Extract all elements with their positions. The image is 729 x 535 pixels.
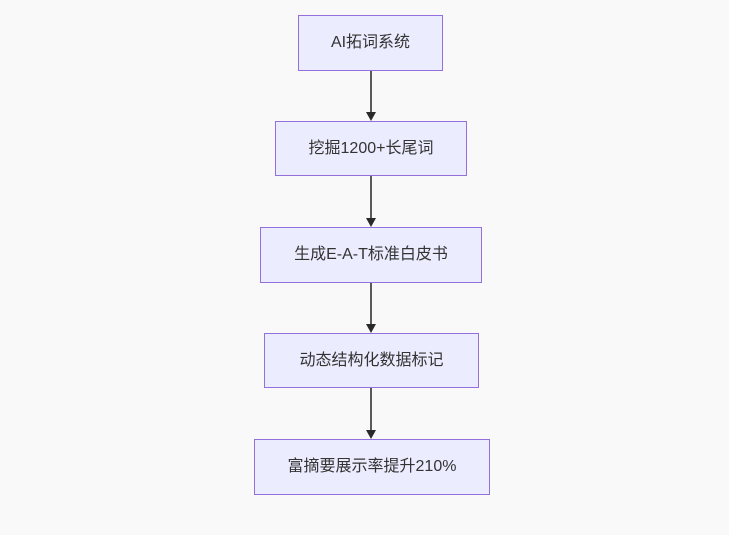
flow-arrow (366, 388, 376, 439)
flow-node-structured-data-markup: 动态结构化数据标记 (264, 333, 479, 388)
flow-node-label: 动态结构化数据标记 (299, 351, 444, 369)
flow-node-eat-whitepaper: 生成E-A-T标准白皮书 (260, 227, 482, 283)
flow-node-label: 富摘要展示率提升210% (287, 458, 457, 475)
flow-arrow (366, 283, 376, 333)
flow-node-label: 生成E-A-T标准白皮书 (294, 246, 448, 263)
flow-node-ai-word-expansion: AI拓词系统 (298, 15, 443, 71)
flow-node-longtail-mining: 挖掘1200+长尾词 (275, 121, 467, 176)
flow-node-rich-snippet-result: 富摘要展示率提升210% (254, 439, 490, 495)
flow-node-label: 挖掘1200+长尾词 (308, 139, 434, 157)
flow-arrow (366, 71, 376, 121)
flow-arrow (366, 176, 376, 227)
flow-node-label: AI拓词系统 (330, 34, 411, 51)
